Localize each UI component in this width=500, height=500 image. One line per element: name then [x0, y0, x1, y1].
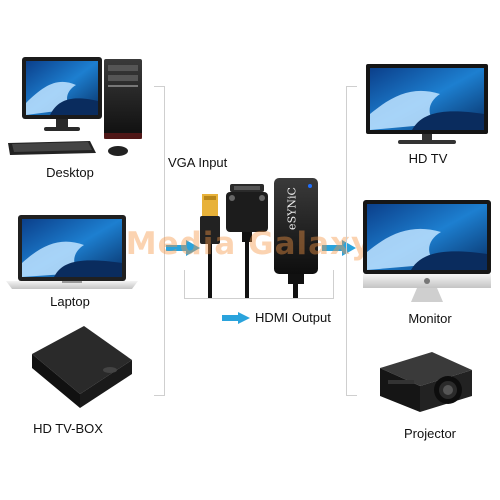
center-connector: [184, 270, 334, 299]
adapter-brand: eSYNiC: [285, 187, 299, 230]
hdtv-label: HD TV: [408, 151, 448, 166]
hdmi-output-arrow-icon: [222, 312, 250, 324]
laptop-device: [4, 213, 140, 293]
projector-label: Projector: [403, 426, 457, 441]
left-bracket: [154, 86, 165, 396]
hdtv-device: [364, 62, 490, 146]
input-arrow-icon: [166, 240, 200, 256]
laptop-label: Laptop: [50, 294, 90, 309]
vga-hdmi-adapter: [180, 178, 340, 308]
output-arrow-icon: [322, 240, 356, 256]
vga-input-label: VGA Input: [168, 155, 228, 170]
right-bracket: [346, 86, 357, 396]
monitor-label: Monitor: [408, 311, 452, 326]
monitor-device: [361, 198, 493, 306]
tv-box-device: [26, 324, 136, 414]
desktop-device: [6, 55, 156, 161]
tv-box-label: HD TV-BOX: [33, 421, 103, 436]
desktop-label: Desktop: [46, 165, 94, 180]
projector-device: [372, 346, 478, 418]
hdmi-output-label: HDMI Output: [255, 310, 331, 325]
